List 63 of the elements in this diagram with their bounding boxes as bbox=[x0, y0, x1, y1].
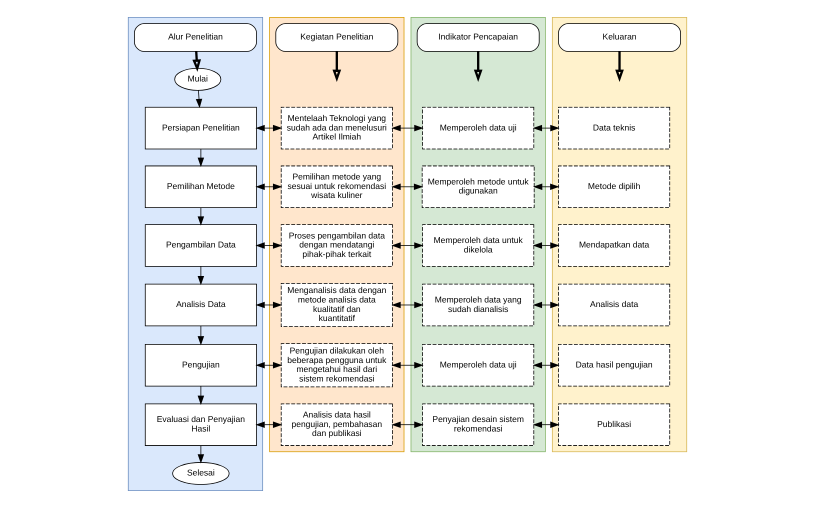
node-box: Publikasi bbox=[558, 403, 670, 446]
node-box: Memperoleh data uji bbox=[422, 344, 534, 386]
cluster bbox=[410, 17, 546, 452]
cluster bbox=[268, 17, 404, 452]
arrow bbox=[197, 445, 204, 464]
node-box: Analisis Data bbox=[144, 284, 256, 326]
arrow bbox=[532, 362, 560, 368]
node-box: Pemilihan Metode bbox=[144, 166, 256, 208]
arrow bbox=[532, 184, 559, 190]
arrow bbox=[197, 386, 204, 405]
arrow bbox=[332, 51, 341, 82]
arrow bbox=[195, 90, 202, 108]
node-box: Evaluasi dan Penyajian Hasil bbox=[144, 403, 256, 446]
node-box: Alur Penelitian bbox=[134, 23, 256, 52]
node-box: Data teknis bbox=[558, 106, 670, 150]
arrow bbox=[254, 421, 282, 428]
arrow bbox=[532, 124, 560, 132]
arrow bbox=[254, 362, 282, 368]
node-box: Pemilihan metode yang sesuai untuk rekomendasi wisata kuliner bbox=[280, 166, 392, 208]
arrow bbox=[532, 421, 560, 428]
node-box: Analisis data bbox=[558, 284, 670, 326]
node-box: Keluaran bbox=[558, 23, 680, 52]
node-ellipse: Selesai bbox=[172, 462, 229, 485]
node-box: Analisis data hasil pengujian, pembahasan dan publikasi bbox=[280, 403, 392, 446]
node-box: Kegiatan Penelitian bbox=[274, 23, 398, 52]
arrow bbox=[192, 51, 201, 72]
node-box: Memperoleh data uji bbox=[422, 106, 534, 150]
arrow bbox=[390, 421, 423, 428]
arrow bbox=[532, 302, 560, 308]
arrow bbox=[254, 302, 282, 308]
arrow bbox=[390, 242, 424, 249]
arrow bbox=[254, 242, 282, 249]
arrow bbox=[197, 148, 204, 167]
node-box: Indikator Pencapaian bbox=[416, 23, 540, 52]
node-box: Pengujian bbox=[144, 344, 256, 386]
node-box: Pengambilan Data bbox=[144, 224, 256, 267]
node-box: Mentelaah Teknologi yang sudah ada dan menelusuri Artikel Ilmiah bbox=[280, 106, 392, 150]
arrow bbox=[254, 124, 282, 132]
node-box: Menganalisis data dengan metode analisis data kualitatif dan kuantitatif bbox=[280, 282, 392, 327]
arrow bbox=[390, 184, 423, 190]
node-box: Memperoleh data untuk dikelola bbox=[422, 224, 534, 267]
arrow bbox=[390, 362, 424, 368]
node-box: Data hasil pengujian bbox=[558, 344, 670, 386]
arrow bbox=[197, 326, 204, 346]
arrow bbox=[390, 302, 424, 308]
node-box: Proses pengambilan data dengan mendatangi pihak-pihak terkait bbox=[280, 224, 392, 267]
arrow bbox=[197, 266, 204, 286]
arrow bbox=[390, 124, 424, 132]
node-box: Memperoleh data yang sudah dianalisis bbox=[422, 284, 534, 326]
arrow bbox=[532, 242, 560, 249]
node-box: Memperoleh metode untuk digunakan bbox=[421, 166, 534, 208]
node-box: Pengujian dilakukan oleh beberapa pengguna untuk mengetahui hasil dari sistem rekomendasi bbox=[280, 343, 392, 388]
arrow bbox=[254, 184, 282, 190]
cluster bbox=[127, 17, 263, 491]
arrow bbox=[614, 51, 624, 82]
node-box: Persiapan Penelitian bbox=[144, 106, 256, 150]
cluster bbox=[551, 17, 687, 452]
arrow bbox=[197, 208, 204, 226]
node-box: Mendapatkan data bbox=[558, 224, 670, 267]
node-box: Penyajian desain sistem rekomendasi bbox=[422, 403, 534, 446]
node-box: Metode dipilih bbox=[558, 166, 670, 208]
node-ellipse: Mulai bbox=[174, 68, 221, 91]
arrow bbox=[473, 51, 482, 82]
